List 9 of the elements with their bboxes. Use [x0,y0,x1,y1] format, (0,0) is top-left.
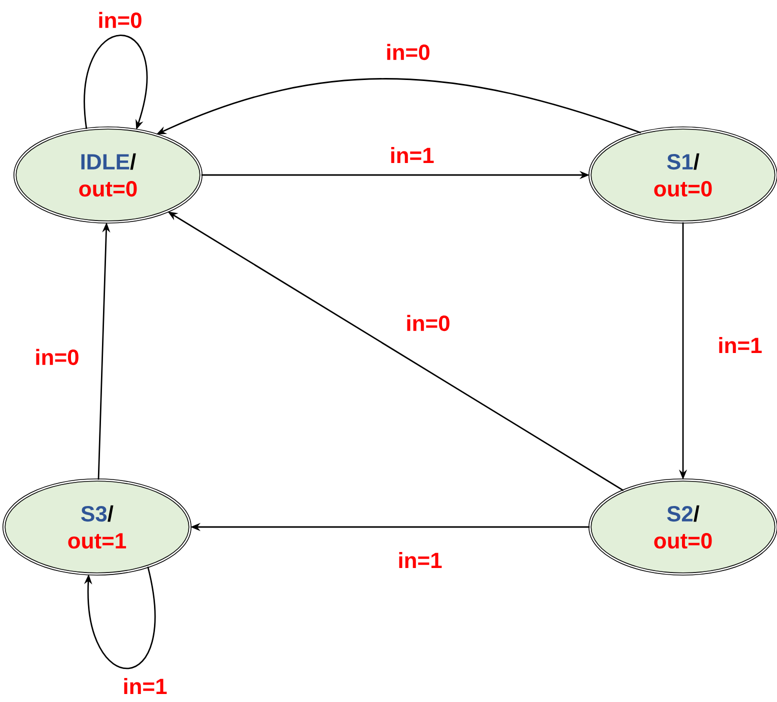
edge-label: in=1 [396,551,444,569]
edge-label: in=0 [404,314,452,332]
edge-label: in=0 [96,10,144,30]
edge-label: in=1 [716,336,764,354]
edge-label: in=1 [122,677,168,695]
edge-label: in=0 [384,42,432,62]
edge-label: in=0 [34,348,80,366]
edge-label: in=1 [388,146,436,164]
arrow [84,566,156,670]
